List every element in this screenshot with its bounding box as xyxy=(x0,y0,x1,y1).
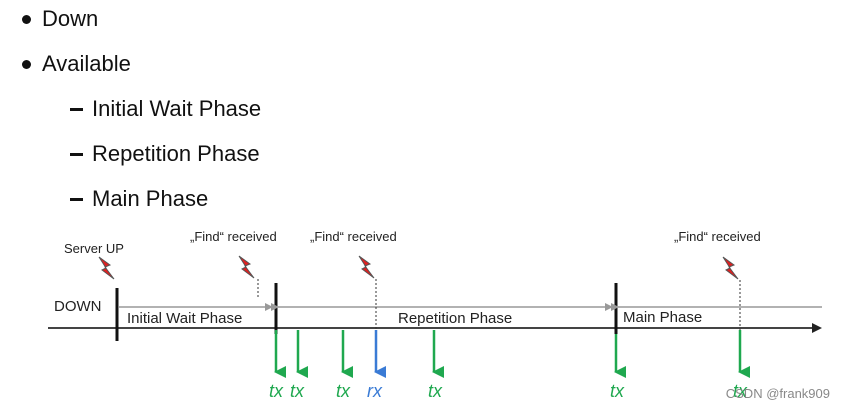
watermark: CSDN @frank909 xyxy=(726,386,830,401)
phase-repetition-label: Repetition Phase xyxy=(398,310,512,327)
bullet-text: Main Phase xyxy=(92,186,209,211)
tx-label: tx xyxy=(733,381,748,401)
tx-label: tx xyxy=(428,381,443,401)
state-down-label: DOWN xyxy=(54,298,102,315)
rx-label: rx xyxy=(367,381,383,401)
phase-initial-wait-label: Initial Wait Phase xyxy=(127,310,242,327)
tx-label: tx xyxy=(269,381,284,401)
tx-label: tx xyxy=(290,381,305,401)
find-received-label-1: „Find“ received xyxy=(190,229,277,244)
tx-label: tx xyxy=(336,381,351,401)
tx-label: tx xyxy=(610,381,625,401)
phase-main-label: Main Phase xyxy=(623,309,702,326)
lightning-icon xyxy=(238,255,255,279)
server-up-label: Server UP xyxy=(64,241,124,256)
bullet-text: Initial Wait Phase xyxy=(92,96,262,121)
find-received-label-2: „Find“ received xyxy=(310,229,397,244)
lightning-icon xyxy=(358,255,375,279)
bullet-text: Down xyxy=(42,6,99,31)
bullet-text: Repetition Phase xyxy=(92,141,260,166)
find-received-label-3: „Find“ received xyxy=(674,229,761,244)
lightning-icon xyxy=(722,256,739,280)
bullet-text: Available xyxy=(42,51,131,76)
lightning-icon xyxy=(98,256,115,280)
